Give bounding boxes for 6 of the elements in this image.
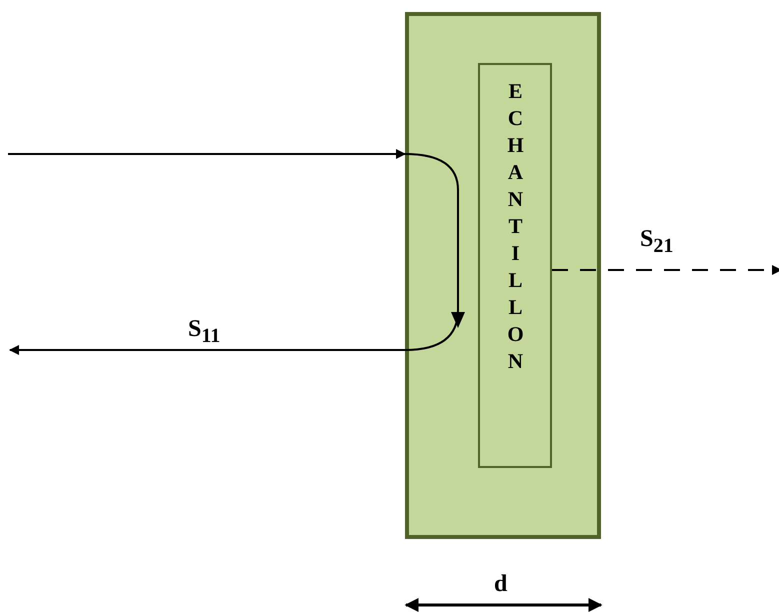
arrow (8, 149, 406, 159)
arrow (552, 265, 779, 275)
vertical-text: ECHANTILLON (504, 79, 526, 376)
sample-box (478, 63, 552, 468)
sample-slab (405, 12, 601, 539)
arrow (9, 153, 465, 355)
